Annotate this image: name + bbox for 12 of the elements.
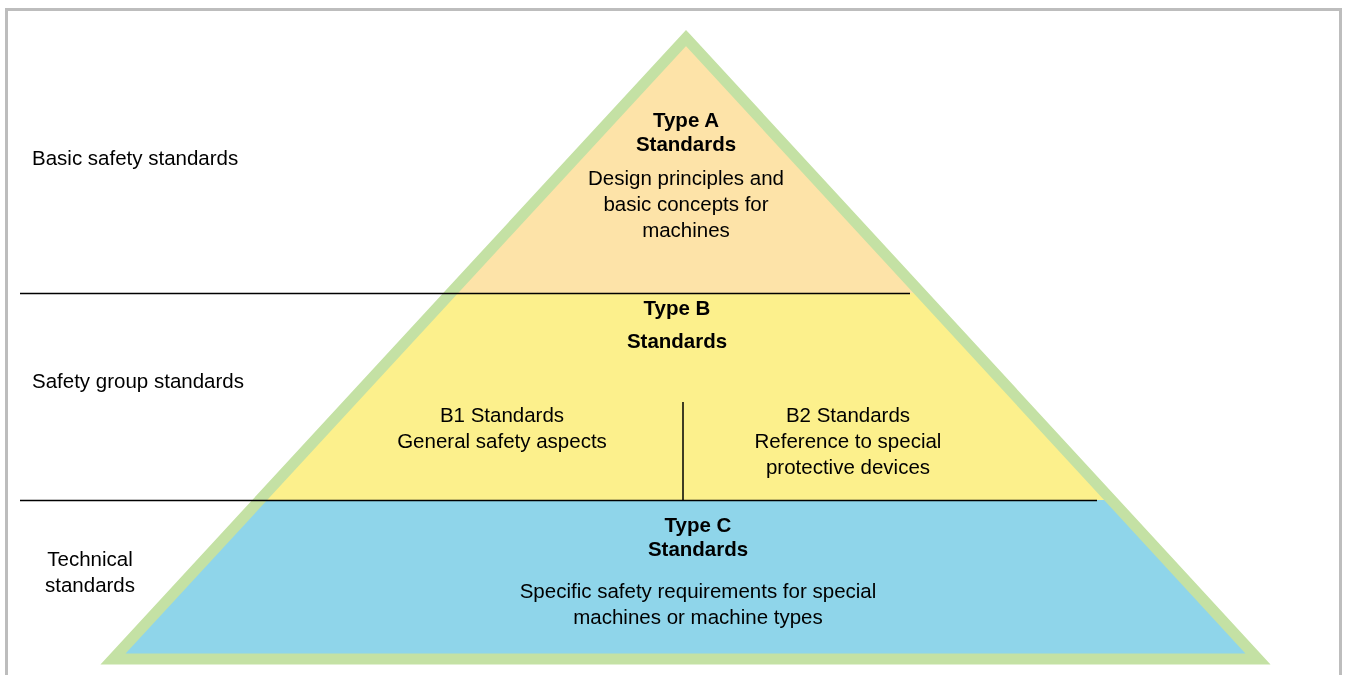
section-description: General safety aspects (396, 428, 608, 454)
tier-description: Design principles and basic concepts for machines (587, 165, 785, 243)
level-label: Basic safety standards (32, 145, 240, 171)
tier-heading: Type C Standards (646, 513, 750, 561)
level-label: Technical standards (44, 546, 136, 598)
tier-heading: Type B Standards (625, 295, 729, 354)
section-heading: B1 Standards (438, 402, 566, 428)
tier-heading: Type A Standards (634, 108, 738, 156)
level-label: Safety group standards (32, 368, 245, 394)
section-description: Reference to special protective devices (753, 428, 943, 480)
section-heading: B2 Standards (784, 402, 912, 428)
tier-description: Specific safety requirements for special machines or machine types (518, 578, 878, 630)
